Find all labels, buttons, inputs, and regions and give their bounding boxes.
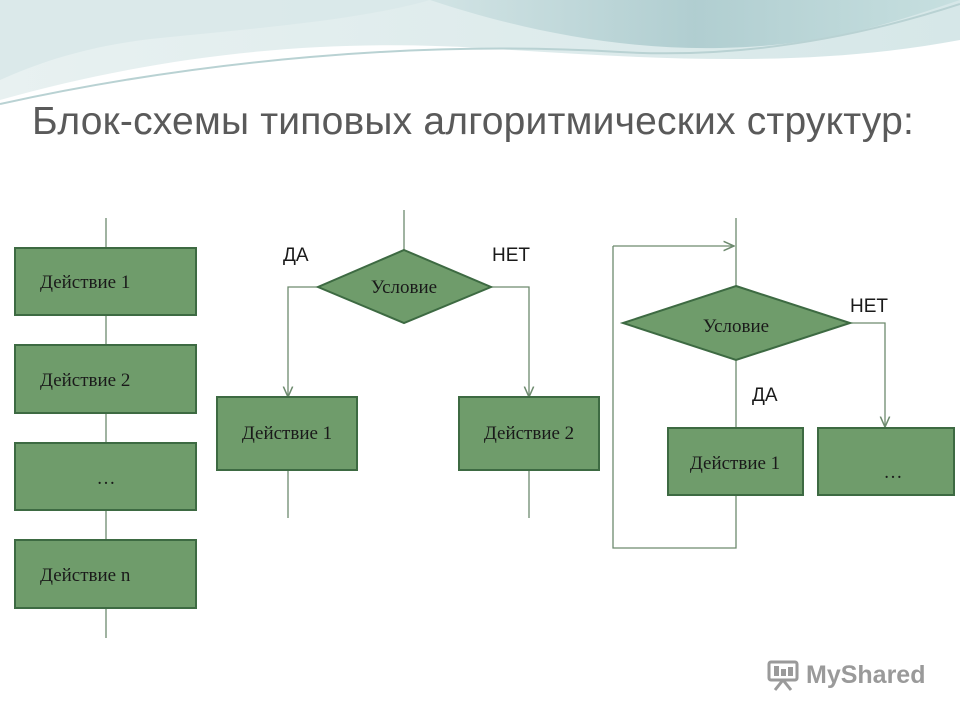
process-block [14,442,197,511]
linear-structure: Действие 1 Действие 2 … Действие n [14,218,197,638]
no-arrow [491,286,529,397]
process-label: … [884,462,903,483]
loop-return-line [612,246,737,549]
yes-label: ДА [283,245,309,266]
process-block [817,427,955,496]
process-label: Действие 2 [40,370,130,391]
process-block [667,427,804,496]
condition-diamond [315,248,494,325]
process-label: Действие 1 [40,272,130,293]
no-arrow [850,322,885,427]
process-label: Действие 2 [484,423,574,444]
process-label: Действие 1 [242,423,332,444]
process-block [14,247,197,316]
no-label: НЕТ [492,245,530,266]
condition-diamond [619,284,854,362]
process-block [458,396,600,471]
condition-label: Условие [703,316,769,337]
header-decoration [0,0,960,105]
branch-structure: Условие ДА НЕТ Действие 1 Действие 2 [216,210,600,518]
process-block [216,396,358,471]
mysahred-logo[interactable]: MyShared [766,656,925,694]
process-label: … [97,468,116,489]
yes-arrow [288,286,318,397]
loop-structure: Условие НЕТ ДА Действие 1 … [612,218,955,549]
process-block [14,344,197,414]
process-label: Действие n [40,565,131,586]
watermark-text: MyShared [806,660,926,689]
presentation-icon [767,660,799,691]
yes-label: ДА [752,385,778,406]
condition-label: Условие [371,277,437,298]
slide-title: Блок-схемы типовых алгоритмических струк… [32,100,914,143]
process-block [14,539,197,609]
no-label: НЕТ [850,296,888,317]
process-label: Действие 1 [690,453,780,474]
